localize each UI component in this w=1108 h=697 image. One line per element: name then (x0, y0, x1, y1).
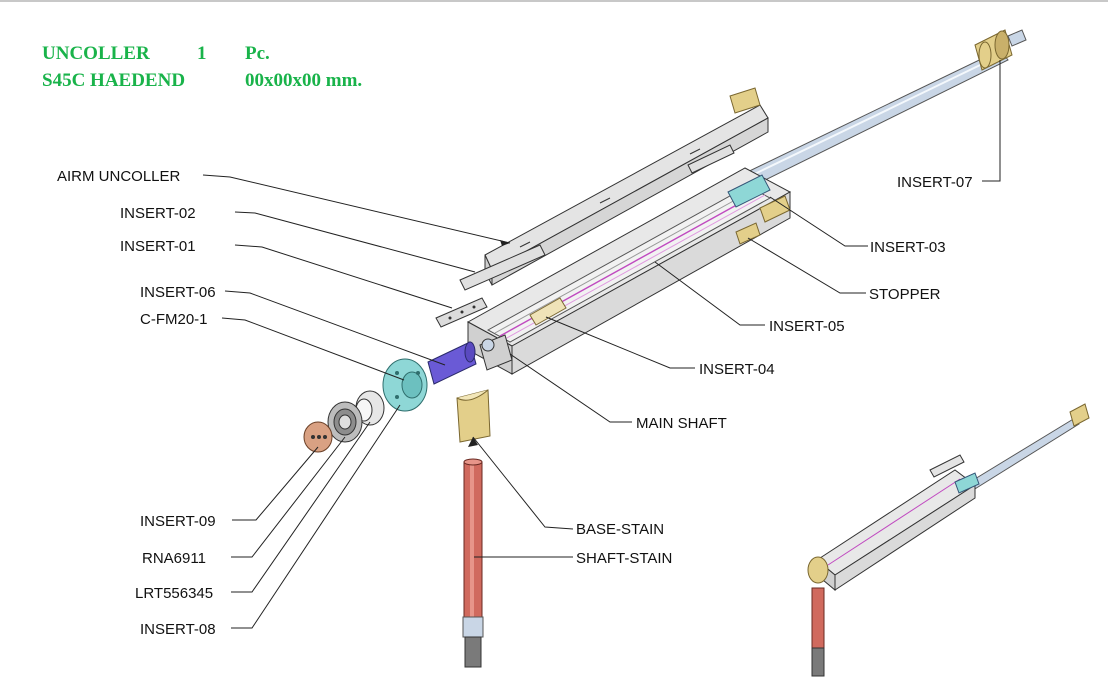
assembled-iso-view (807, 403, 1090, 677)
label-insert-06: INSERT-06 (140, 284, 216, 301)
label-insert-03: INSERT-03 (870, 239, 946, 256)
label-insert-04: INSERT-04 (699, 361, 775, 378)
sheet-top-border (0, 0, 1108, 2)
insert-09-part (303, 421, 333, 453)
dimensions: 00x00x00 mm. (245, 70, 363, 91)
label-insert-07: INSERT-07 (897, 174, 973, 191)
shaft-stain-part (462, 458, 484, 668)
material: S45C HAEDEND (42, 70, 186, 91)
stopper-part (735, 222, 761, 245)
label-main-shaft: MAIN SHAFT (636, 415, 727, 432)
long-rod (734, 49, 1009, 191)
label-stopper: STOPPER (869, 286, 941, 303)
label-insert-01: INSERT-01 (120, 238, 196, 255)
label-shaft-stain: SHAFT-STAIN (576, 550, 672, 567)
main-shaft-part (479, 334, 513, 371)
callout-labels: AIRM UNCOLLER INSERT-02 INSERT-01 INSERT… (57, 168, 973, 638)
label-rna6911: RNA6911 (142, 550, 206, 567)
label-base-stain: BASE-STAIN (576, 521, 664, 538)
insert-04-part (529, 297, 567, 326)
label-airm-uncoller: AIRM UNCOLLER (57, 168, 181, 185)
lrt556345-part (355, 390, 385, 426)
label-insert-09: INSERT-09 (140, 513, 216, 530)
label-c-fm20-1: C-FM20-1 (140, 311, 208, 328)
base-stain-part (456, 389, 491, 443)
unit: Pc. (245, 43, 270, 64)
label-lrt556345: LRT556345 (135, 585, 213, 602)
rna6911-part (327, 401, 363, 443)
label-insert-05: INSERT-05 (769, 318, 845, 335)
label-insert-08: INSERT-08 (140, 621, 216, 638)
insert-07-part (974, 29, 1027, 71)
insert-06-part (427, 341, 477, 385)
quantity: 1 (197, 43, 207, 64)
insert-01-part (435, 297, 488, 328)
insert-02-part (459, 144, 735, 291)
part-name: UNCOLLER (42, 43, 150, 64)
c-fm20-1-part (382, 358, 428, 412)
label-insert-02: INSERT-02 (120, 205, 196, 222)
leader-lines (202, 60, 1001, 629)
